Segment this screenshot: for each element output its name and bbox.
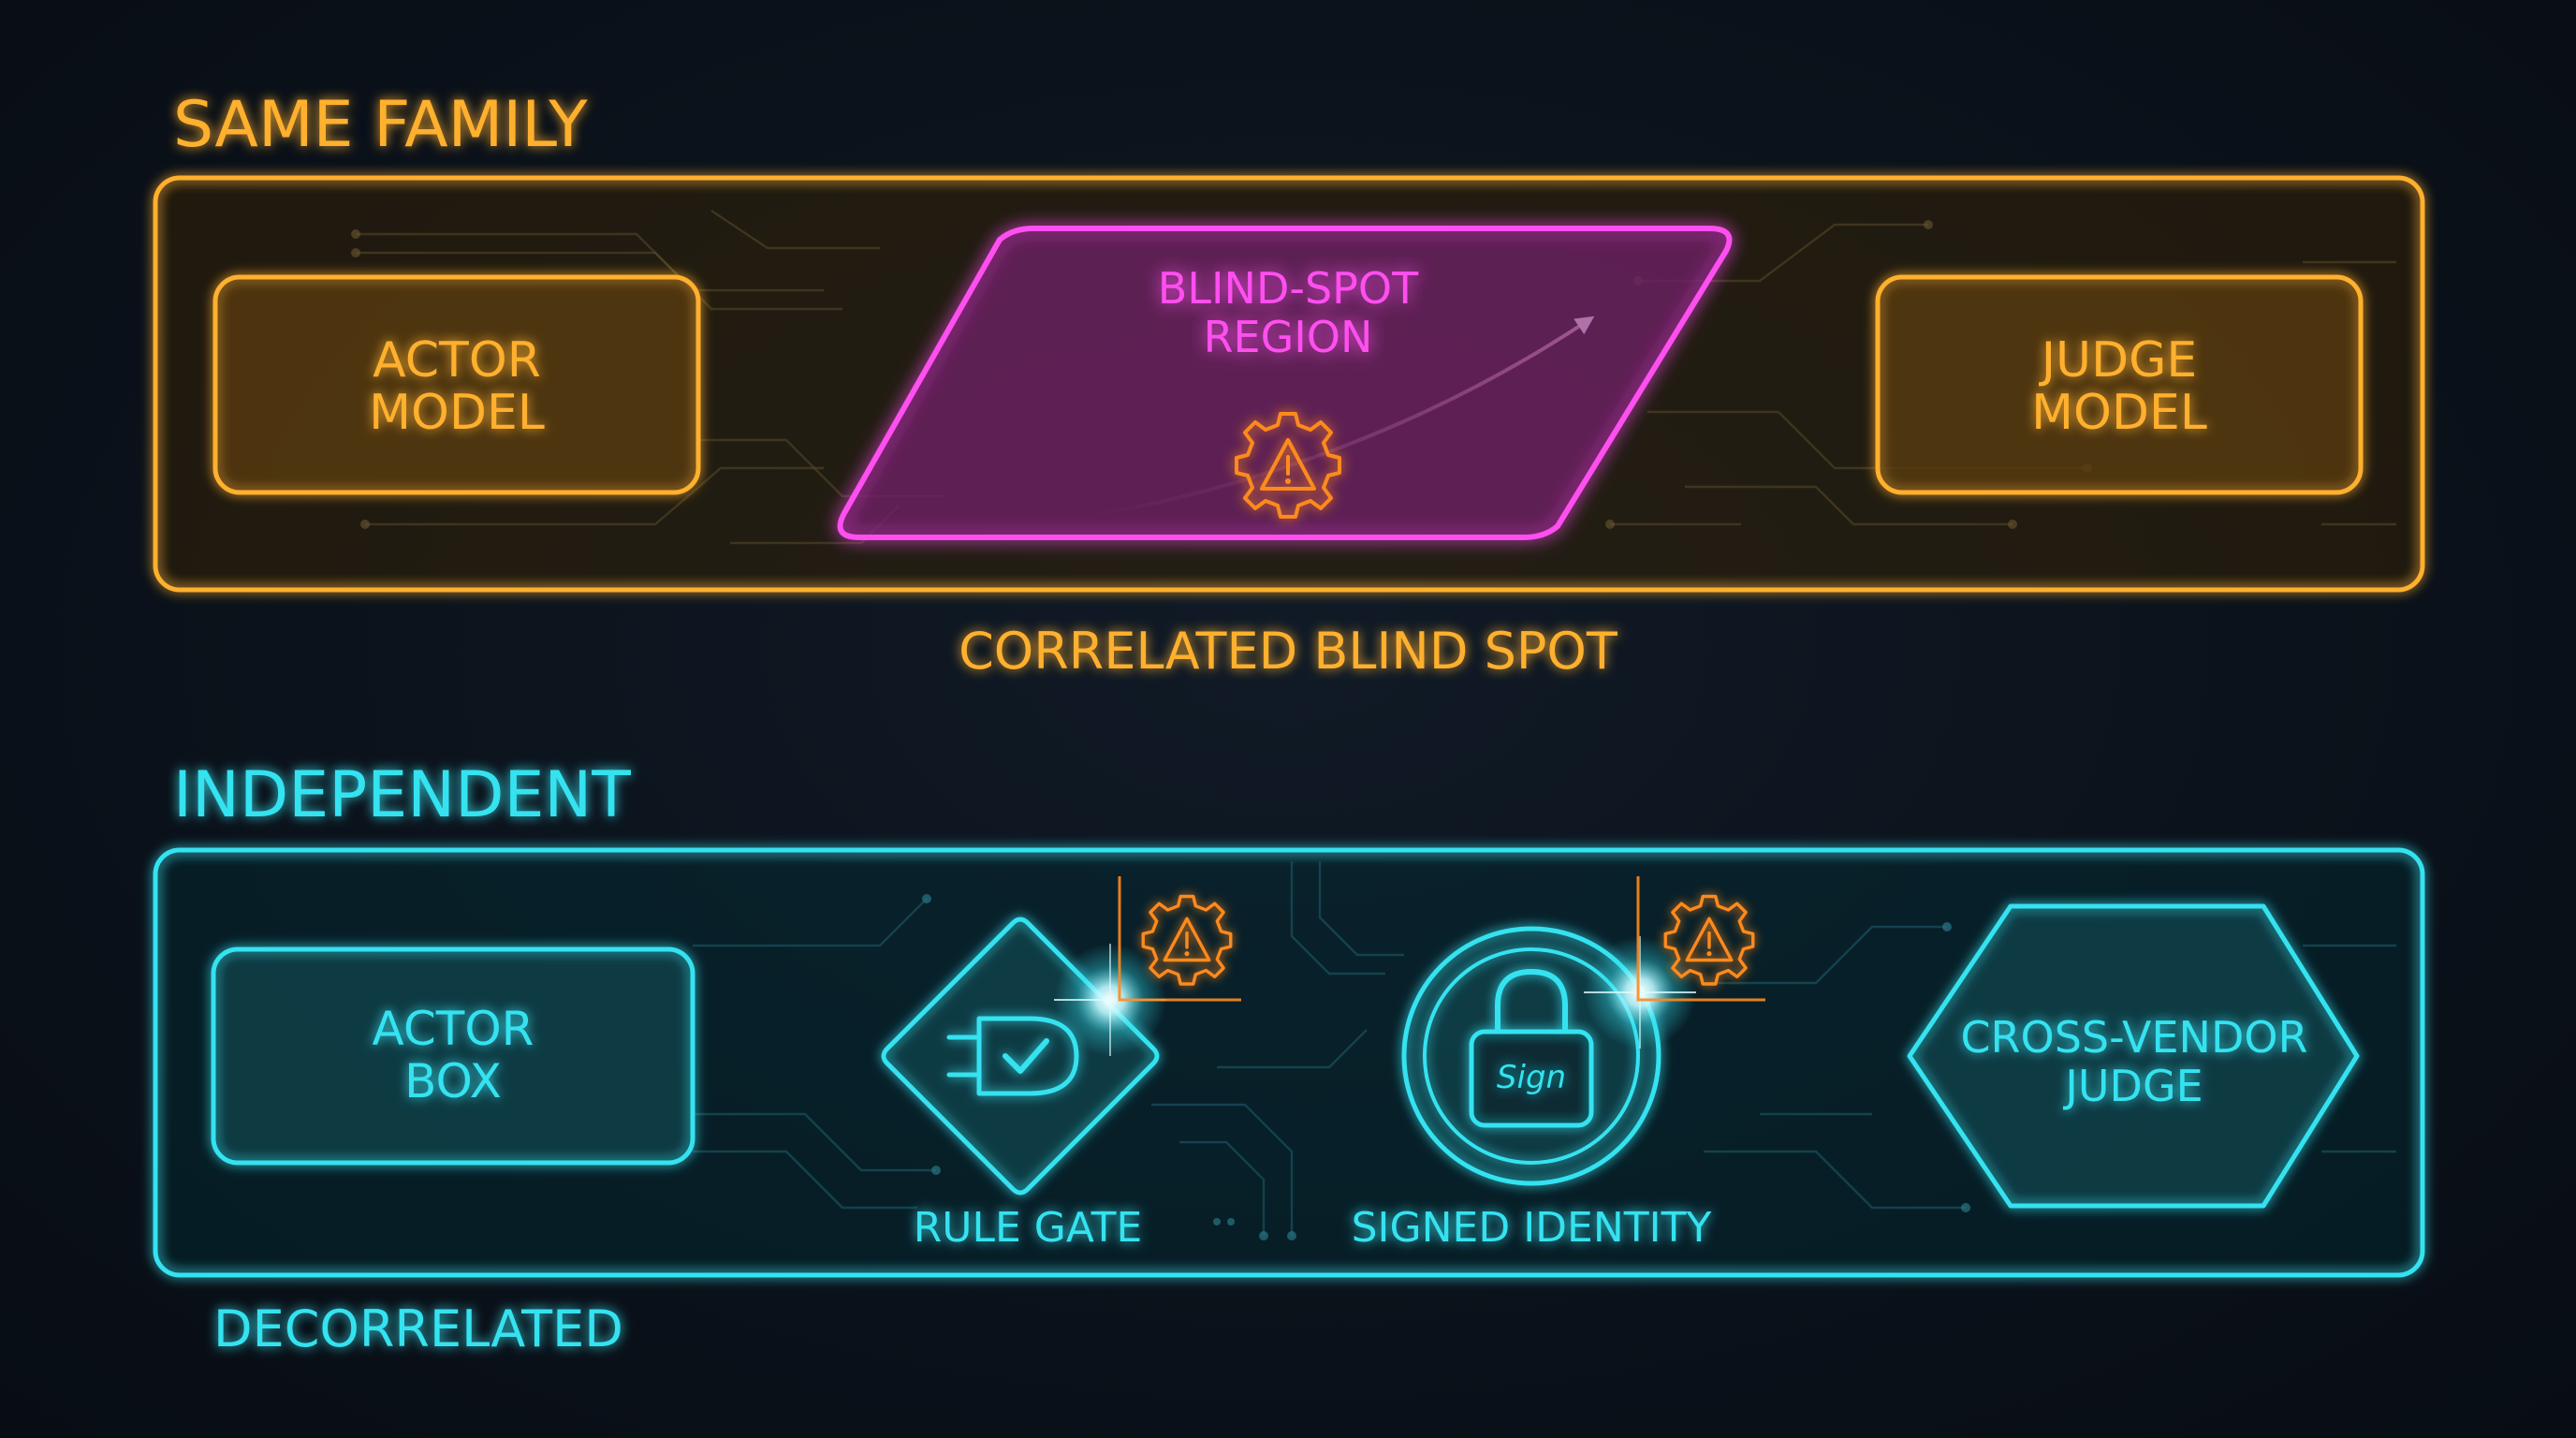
- actor-model-line1: ACTOR: [373, 332, 541, 389]
- blind-spot-line2: REGION: [1204, 312, 1373, 362]
- padlock-icon: Sign: [1469, 968, 1594, 1128]
- circuit-traces-bottom: [693, 861, 2396, 1240]
- judge-model-line2: MODEL: [2031, 385, 2207, 441]
- warning-gear-icon: [1141, 894, 1233, 986]
- circuit-traces-top: [351, 210, 2396, 545]
- signed-identity-label: SIGNED IDENTITY: [1352, 1204, 1712, 1252]
- actor-box-node: ACTOR BOX: [211, 946, 695, 1166]
- same-family-panel: SAME FAMILY AC: [153, 88, 2425, 681]
- plug-check-icon: [946, 1016, 1079, 1096]
- cross-vendor-judge-node: CROSS-VENDOR JUDGE: [1907, 903, 2360, 1209]
- rule-gate-alert: [1054, 876, 1241, 1056]
- blind-spot-region: BLIND-SPOT REGION: [837, 226, 1733, 540]
- judge-model-node: JUDGE MODEL: [1875, 274, 2364, 495]
- actor-box-line1: ACTOR: [373, 1002, 534, 1056]
- blind-spot-line1: BLIND-SPOT: [1158, 263, 1419, 314]
- actor-box-line2: BOX: [404, 1054, 502, 1108]
- warning-gear-icon: [1235, 412, 1341, 519]
- rule-gate-label: RULE GATE: [914, 1204, 1143, 1252]
- judge-model-line1: JUDGE: [2039, 332, 2198, 389]
- correlated-blind-spot-caption: CORRELATED BLIND SPOT: [959, 622, 1618, 681]
- cross-vendor-judge-line2: JUDGE: [2062, 1061, 2203, 1111]
- independent-panel: INDEPENDENT: [153, 758, 2425, 1358]
- independent-title: INDEPENDENT: [173, 758, 631, 832]
- actor-model-node: ACTOR MODEL: [212, 274, 701, 495]
- warning-gear-icon: [1663, 894, 1755, 986]
- lock-sign-text: Sign: [1497, 1059, 1566, 1096]
- actor-model-line2: MODEL: [369, 385, 545, 441]
- cross-vendor-judge-line1: CROSS-VENDOR: [1960, 1012, 2307, 1063]
- independent-frame: [153, 847, 2425, 1278]
- blind-spot-trend-arrow: [1085, 315, 1595, 519]
- identity-alert: [1584, 876, 1765, 1049]
- same-family-title: SAME FAMILY: [173, 88, 588, 162]
- decorrelated-caption: DECORRELATED: [213, 1299, 623, 1358]
